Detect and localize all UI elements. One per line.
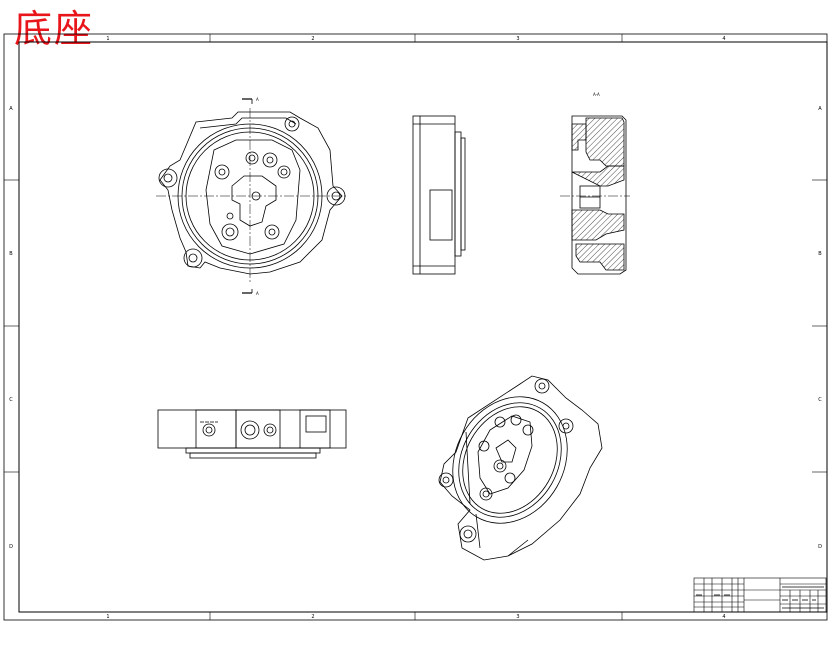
side-view <box>412 115 466 275</box>
zone-row-d-right: D <box>818 544 822 550</box>
zone-col-4-top: 4 <box>722 36 725 42</box>
zone-row-b-left: B <box>9 251 13 257</box>
zone-row-c-left: C <box>9 397 13 403</box>
section-cut-marker-top: A <box>242 97 259 104</box>
zone-row-d-left: D <box>9 544 13 550</box>
zone-col-1-top: 1 <box>106 36 109 42</box>
title-block <box>693 577 827 613</box>
isometric-view <box>438 375 603 561</box>
front-view: A A <box>156 97 346 296</box>
zone-row-a-right: A <box>818 106 822 112</box>
section-view-label: A-A <box>593 92 600 97</box>
zone-row-b-right: B <box>818 251 822 257</box>
svg-text:A: A <box>256 97 259 102</box>
zone-col-1-bottom: 1 <box>106 614 109 620</box>
section-cut-marker-bottom: A <box>242 289 259 296</box>
drawing-frame <box>3 33 828 621</box>
zone-row-c-right: C <box>818 397 822 403</box>
zone-col-2-top: 2 <box>311 36 314 42</box>
section-view: A-A <box>560 92 630 275</box>
zone-col-3-bottom: 3 <box>516 614 519 620</box>
zone-row-a-left: A <box>9 106 13 112</box>
zone-labels: 1 2 3 4 1 2 3 4 A B C D A B C D <box>9 36 822 620</box>
bottom-view <box>157 409 347 459</box>
zone-col-3-top: 3 <box>516 36 519 42</box>
svg-text:A: A <box>256 291 259 296</box>
zone-col-4-bottom: 4 <box>722 614 725 620</box>
zone-col-2-bottom: 2 <box>311 614 314 620</box>
